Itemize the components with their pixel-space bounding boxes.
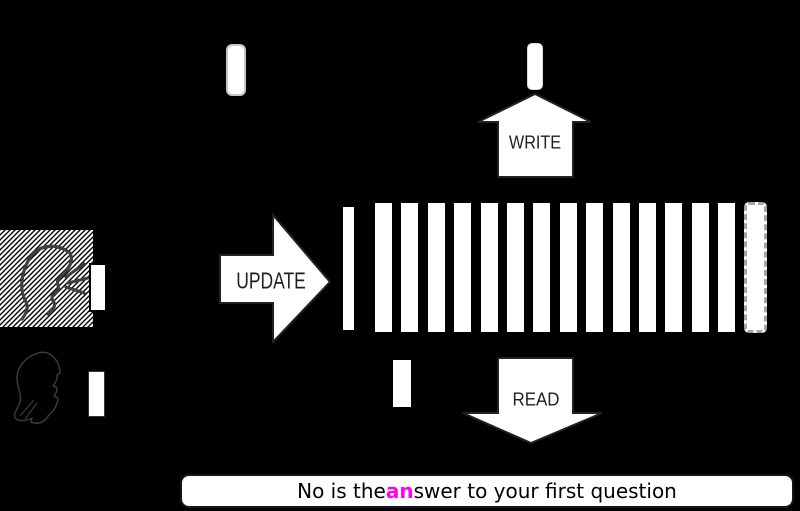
memory-cell bbox=[691, 203, 709, 332]
question-encoding-vector-bar bbox=[89, 263, 107, 312]
memory-cell bbox=[506, 203, 524, 332]
state-vector-bar-top bbox=[226, 44, 246, 96]
memory-cell bbox=[718, 203, 736, 332]
memory-state-bar bbox=[343, 207, 354, 330]
memory-cell bbox=[586, 203, 604, 332]
person-head-silhouette-icon bbox=[13, 351, 61, 424]
write-arrow bbox=[477, 92, 592, 178]
memory-cell bbox=[454, 203, 472, 332]
memory-cell bbox=[559, 203, 577, 332]
memory-cell bbox=[401, 203, 419, 332]
read-arrow-label: READ bbox=[512, 389, 560, 410]
write-input-vector-bar bbox=[527, 43, 543, 90]
caption-highlight: an bbox=[385, 479, 414, 503]
memory-cell bbox=[612, 203, 630, 332]
update-arrow bbox=[219, 212, 332, 345]
update-arrow-label: UPDATE bbox=[236, 267, 306, 294]
listener-input-vector-bar bbox=[88, 371, 105, 417]
caption-suffix: swer to your first question bbox=[413, 479, 677, 503]
memory-cell bbox=[638, 203, 656, 332]
question-panel-hatched bbox=[0, 230, 93, 327]
memory-cell bbox=[427, 203, 445, 332]
speaking-head-icon bbox=[20, 244, 90, 321]
caption-prefix: No is the bbox=[297, 479, 386, 503]
memory-row bbox=[375, 203, 736, 332]
dashed-memory-cell bbox=[744, 202, 767, 333]
read-output-vector-bar bbox=[393, 360, 411, 407]
memory-cell bbox=[533, 203, 551, 332]
memory-cell bbox=[665, 203, 683, 332]
read-arrow bbox=[462, 357, 603, 445]
write-arrow-label: WRITE bbox=[508, 132, 562, 153]
memory-cell bbox=[375, 203, 392, 332]
memory-cell bbox=[480, 203, 498, 332]
